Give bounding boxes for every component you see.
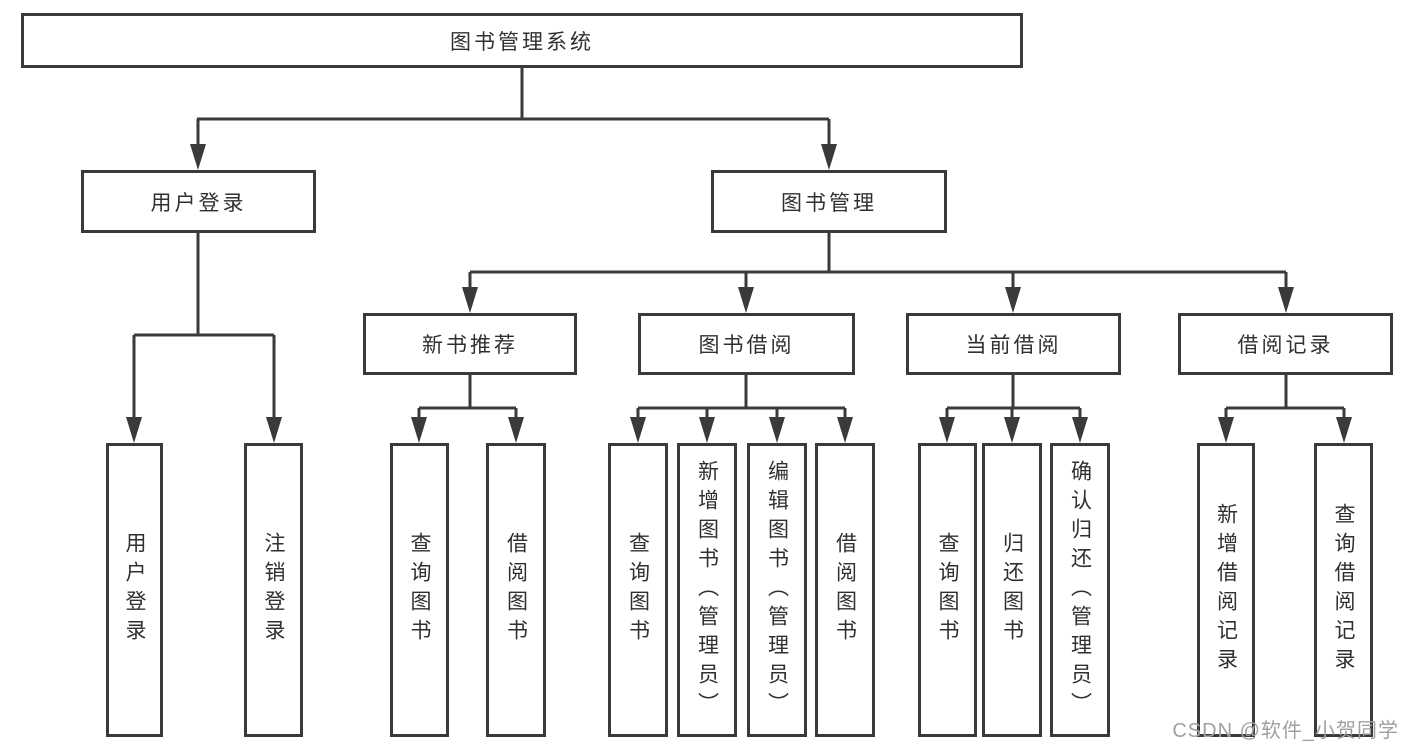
node-borrowing-records: 借阅记录 bbox=[1178, 313, 1393, 375]
leaf-records-query-record-label: 查询借阅记录 bbox=[1332, 503, 1355, 677]
node-new-book-recommend: 新书推荐 bbox=[363, 313, 577, 375]
leaf-borrowing-edit-books-label: 编辑图书（管理员） bbox=[765, 459, 789, 721]
leaf-borrowing-borrow-books: 借阅图书 bbox=[815, 443, 875, 737]
node-root-label: 图书管理系统 bbox=[450, 30, 594, 54]
leaf-records-query-record: 查询借阅记录 bbox=[1314, 443, 1373, 737]
node-current-borrowing-label: 当前借阅 bbox=[965, 334, 1062, 357]
node-book-management-label: 图书管理 bbox=[781, 191, 877, 215]
node-user-login: 用户登录 bbox=[81, 170, 316, 233]
leaf-current-query-books-label: 查询图书 bbox=[936, 532, 959, 648]
leaf-current-return-books-label: 归还图书 bbox=[1000, 532, 1024, 648]
csdn-watermark: CSDN @软件_小贺同学 bbox=[1172, 720, 1399, 742]
leaf-borrowing-borrow-books-label: 借阅图书 bbox=[833, 532, 857, 648]
node-book-management: 图书管理 bbox=[711, 170, 947, 233]
leaf-current-return-books: 归还图书 bbox=[982, 443, 1042, 737]
leaf-borrowing-query-books-label: 查询图书 bbox=[626, 532, 650, 648]
leaf-records-add-record-label: 新增借阅记录 bbox=[1214, 503, 1238, 677]
arrowhead-icons bbox=[126, 144, 1352, 443]
leaf-user-login: 用户登录 bbox=[106, 443, 163, 737]
leaf-current-confirm-return: 确认归还（管理员） bbox=[1050, 443, 1110, 737]
leaf-recommend-borrow-books: 借阅图书 bbox=[486, 443, 546, 737]
leaf-user-login-label: 用户登录 bbox=[123, 532, 146, 648]
leaf-current-query-books: 查询图书 bbox=[918, 443, 977, 737]
node-user-login-label: 用户登录 bbox=[150, 191, 247, 215]
node-book-borrowing: 图书借阅 bbox=[638, 313, 855, 375]
leaf-borrowing-add-books-label: 新增图书（管理员） bbox=[695, 459, 719, 721]
leaf-recommend-query-books-label: 查询图书 bbox=[408, 532, 431, 648]
leaf-borrowing-add-books: 新增图书（管理员） bbox=[677, 443, 737, 737]
leaf-logout-label: 注销登录 bbox=[262, 532, 285, 648]
leaf-current-confirm-return-label: 确认归还（管理员） bbox=[1068, 459, 1092, 721]
node-borrowing-records-label: 借阅记录 bbox=[1237, 334, 1334, 357]
leaf-borrowing-query-books: 查询图书 bbox=[608, 443, 668, 737]
leaf-logout: 注销登录 bbox=[244, 443, 303, 737]
leaf-borrowing-edit-books: 编辑图书（管理员） bbox=[747, 443, 807, 737]
leaf-recommend-borrow-books-label: 借阅图书 bbox=[504, 532, 528, 648]
node-current-borrowing: 当前借阅 bbox=[906, 313, 1121, 375]
node-new-book-recommend-label: 新书推荐 bbox=[422, 334, 518, 357]
leaf-records-add-record: 新增借阅记录 bbox=[1197, 443, 1255, 737]
node-root: 图书管理系统 bbox=[21, 13, 1023, 68]
leaf-recommend-query-books: 查询图书 bbox=[390, 443, 449, 737]
node-book-borrowing-label: 图书借阅 bbox=[698, 334, 795, 357]
